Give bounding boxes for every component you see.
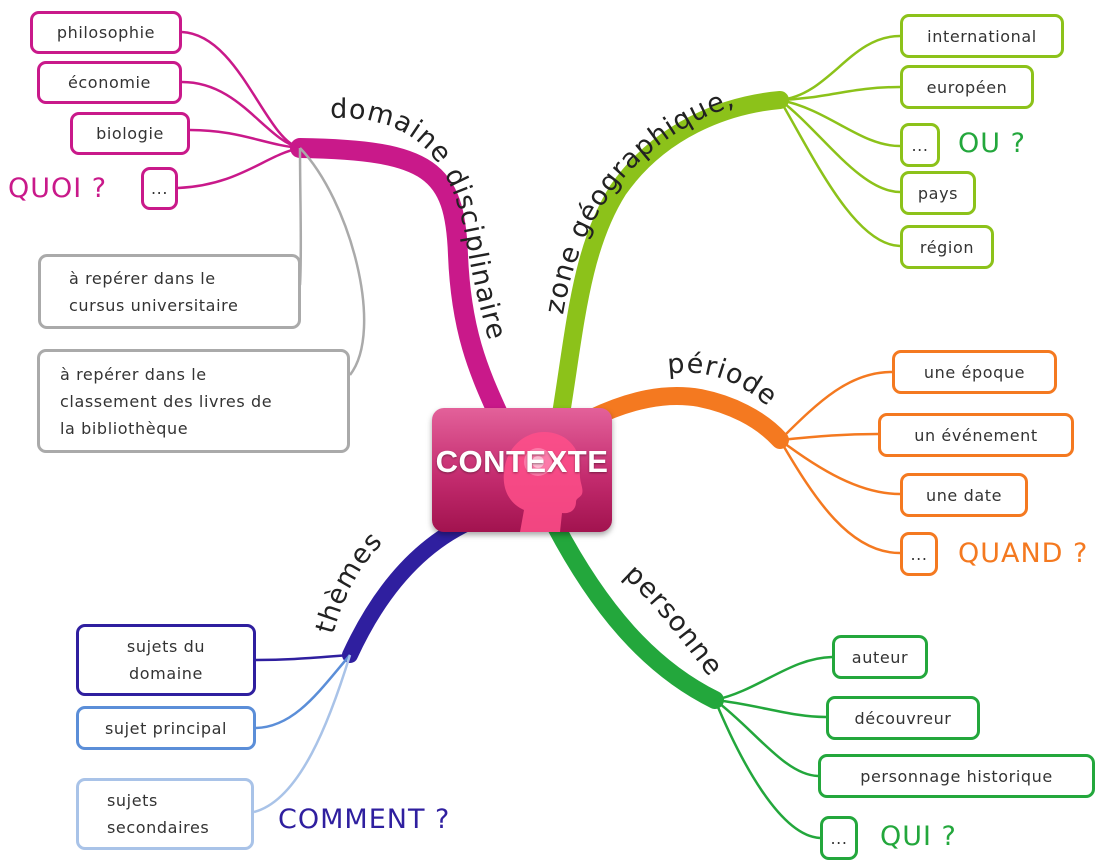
node-quoi-more-text: ... (150, 179, 169, 198)
node-pays-text: pays (917, 183, 959, 203)
node-ou-more-text: ... (911, 135, 929, 155)
node-decouvreur[interactable]: découvreur (826, 696, 980, 740)
central-node: CONTEXTE (432, 408, 612, 532)
node-quoi-more[interactable]: ... (141, 167, 178, 210)
node-date[interactable]: une date (900, 473, 1028, 517)
node-auteur-text: auteur (851, 647, 909, 667)
node-biologie-text: biologie (96, 124, 164, 143)
node-qui-more[interactable]: ... (820, 816, 858, 860)
periode-branch (583, 387, 789, 449)
node-europeen-text: européen (926, 77, 1008, 97)
node-philosophie[interactable]: philosophie (30, 11, 182, 54)
question-quoi: QUOI ? (8, 173, 108, 204)
node-sujets-secondaires[interactable]: sujets secondaires (76, 778, 254, 850)
node-philosophie-text: philosophie (56, 23, 156, 42)
central-label: CONTEXTE (435, 444, 609, 479)
node-classement[interactable]: à repérer dans le classement des livres … (37, 349, 350, 453)
node-pays[interactable]: pays (900, 171, 976, 215)
node-personnage-text: personnage historique (860, 766, 1053, 786)
node-economie[interactable]: économie (37, 61, 182, 104)
zone-branch (551, 91, 789, 429)
domaine-label: domaine disciplinaire (330, 94, 511, 344)
node-date-text: une date (925, 485, 1003, 505)
node-auteur[interactable]: auteur (832, 635, 928, 679)
node-decouvreur-text: découvreur (854, 708, 952, 728)
node-epoque[interactable]: une époque (892, 350, 1057, 394)
node-region-text: région (919, 237, 975, 257)
question-qui: QUI ? (880, 821, 957, 852)
node-sujets-secondaires-text: sujets secondaires (107, 791, 210, 837)
node-qui-more-text: ... (830, 828, 848, 848)
node-biologie[interactable]: biologie (70, 112, 190, 155)
node-personnage[interactable]: personnage historique (818, 754, 1095, 798)
personne-branch (546, 516, 724, 709)
question-comment: COMMENT ? (278, 804, 451, 835)
zone-label: zone géographique, (539, 83, 737, 317)
node-economie-text: économie (67, 73, 152, 92)
node-sujet-principal[interactable]: sujet principal (76, 706, 256, 750)
question-ou: OU ? (958, 128, 1026, 159)
node-sujet-principal-text: sujet principal (104, 718, 228, 738)
node-sujets-domaine-text: sujets du domaine (126, 637, 206, 683)
node-quand-more[interactable]: ... (900, 532, 938, 576)
node-classement-text: à repérer dans le classement des livres … (60, 364, 273, 438)
node-international[interactable]: international (900, 14, 1064, 58)
node-europeen[interactable]: européen (900, 65, 1034, 109)
node-cursus-text: à repérer dans le cursus universitaire (69, 268, 239, 315)
question-quand: QUAND ? (958, 538, 1089, 569)
node-region[interactable]: région (900, 225, 994, 269)
node-international-text: international (927, 26, 1037, 46)
domaine-branch (290, 138, 510, 428)
node-cursus[interactable]: à repérer dans le cursus universitaire (38, 254, 301, 329)
svg-text:domaine disciplinaire: domaine disciplinaire (330, 94, 512, 344)
node-quand-more-text: ... (910, 544, 928, 564)
node-evenement-text: un événement (914, 425, 1038, 445)
node-epoque-text: une époque (923, 362, 1026, 382)
head-silhouette-icon (503, 432, 583, 532)
node-ou-more[interactable]: ... (900, 123, 940, 167)
node-sujets-domaine[interactable]: sujets du domaine (76, 624, 256, 696)
svg-text:zone géographique,: zone géographique, (539, 83, 738, 317)
node-evenement[interactable]: un événement (878, 413, 1074, 457)
